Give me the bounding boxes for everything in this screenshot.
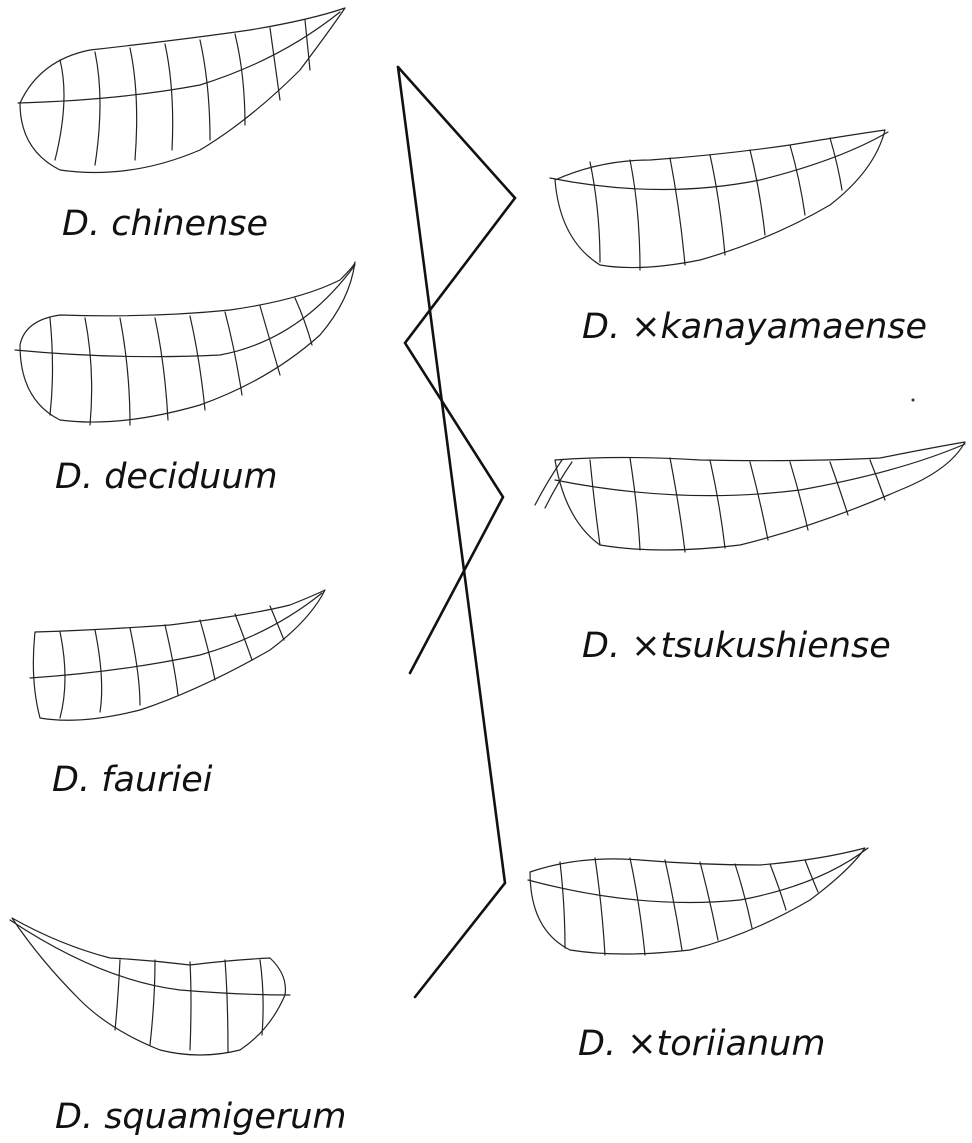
frond-chinense xyxy=(18,8,345,173)
label-tsukushiense: D. ×tsukushiense xyxy=(582,629,891,664)
frond-squamigerum xyxy=(10,918,290,1055)
label-fauriei: D. fauriei xyxy=(52,763,213,798)
frond-fauriei xyxy=(30,590,325,720)
stray-dot xyxy=(912,399,915,402)
label-chinense: D. chinense xyxy=(62,207,268,242)
frond-deciduum xyxy=(15,262,355,425)
hybrid-line-2 xyxy=(398,67,505,997)
label-squamigerum: D. squamigerum xyxy=(55,1100,347,1135)
label-toriianum: D. ×toriianum xyxy=(578,1027,825,1062)
label-kanayamaense: D. ×kanayamaense xyxy=(582,310,927,345)
frond-toriianum xyxy=(528,848,868,955)
label-deciduum: D. deciduum xyxy=(55,460,278,495)
frond-tsukushiense xyxy=(535,442,965,552)
frond-kanayamaense xyxy=(550,130,888,270)
hybrid-line-1 xyxy=(398,67,515,673)
